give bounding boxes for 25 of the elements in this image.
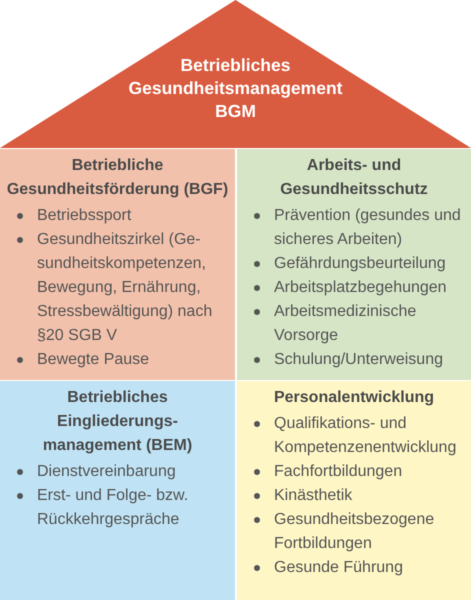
roof-title: Betriebliches Gesundheitsmanagement BGM xyxy=(128,54,344,123)
bullet-item: Gesundheitsbezogene Fortbildungen xyxy=(274,510,436,554)
roof-triangle xyxy=(0,0,471,148)
section-heading: Betriebliches Eingliederungs- management (BEM) xyxy=(42,388,194,456)
bullet-item: Prävention (gesundes und sicheres Arbeiten) xyxy=(274,206,462,250)
section-heading: Betriebliche Gesundheitsförderung (BGF) xyxy=(6,156,230,200)
section-heading: Arbeits- und Gesundheitsschutz xyxy=(279,156,429,200)
section-panel xyxy=(0,149,235,380)
section-panel xyxy=(237,381,471,600)
bullet-item: Gesunde Führung xyxy=(274,558,403,578)
bullet-item: Bewegte Pause xyxy=(37,350,150,370)
bullet-item: Fachfortbildungen xyxy=(274,462,402,482)
section-panel xyxy=(237,149,471,380)
bullet-item: Schulung/Unterweisung xyxy=(274,350,443,370)
bullet-item: Arbeitsmedizinische Vorsorge xyxy=(274,302,418,346)
bullet-item: Qualifikations- und Kompetenzenentwicklung xyxy=(274,414,458,458)
section-heading: Personalentwicklung xyxy=(274,388,434,408)
bullet-item: Arbeitsplatzbegehungen xyxy=(274,278,447,298)
bullet-item: Erst- und Folge- bzw. Rückkehrgespräche xyxy=(37,486,190,530)
section-panel xyxy=(0,381,235,600)
bullet-item: Gefährdungsbeurteilung xyxy=(274,254,446,274)
bullet-item: Betriebssport xyxy=(37,206,132,226)
bullet-item: Kinästhetik xyxy=(274,486,352,506)
bullet-item: Gesundheitszirkel (Ge- sundheitskompetenzen, Bewegung, Ernährung, Stressbewältigung) nach §20 SGB V xyxy=(37,230,214,346)
bullet-item: Dienstvereinbarung xyxy=(37,462,176,482)
